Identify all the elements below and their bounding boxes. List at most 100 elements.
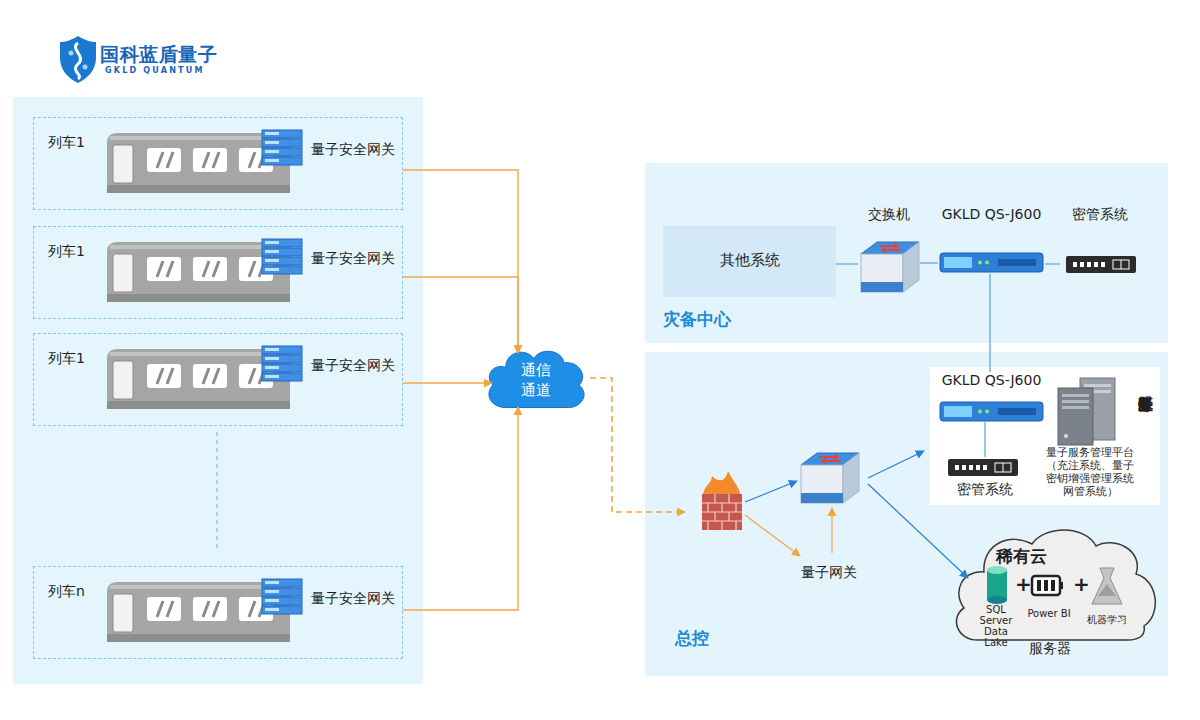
node-text: （充注系统、量子密钥增强管理系统网管系统） bbox=[1044, 459, 1136, 498]
firewall-icon bbox=[702, 471, 742, 530]
server-icon bbox=[1062, 406, 1089, 409]
firewall-icon bbox=[702, 494, 742, 530]
server-icon bbox=[1084, 390, 1111, 393]
connector bbox=[403, 382, 492, 383]
train-panel bbox=[13, 97, 423, 684]
network-link bbox=[831, 508, 832, 553]
power-bi-icon bbox=[1037, 580, 1041, 591]
node-text: 量子安全网关 bbox=[311, 590, 395, 607]
server-icon bbox=[1084, 384, 1111, 387]
power-bi-icon bbox=[1032, 576, 1063, 595]
service-area: 量子服务区GKLD QS-J600密管系统量子服务管理平台（充注系统、量子密钥增… bbox=[930, 367, 1160, 505]
node-title: 列车1 bbox=[48, 243, 85, 260]
node-text: SQL Server Data Lake bbox=[973, 604, 1019, 648]
connector bbox=[403, 407, 518, 610]
connector bbox=[1045, 263, 1060, 264]
node-title: GKLD QS-J600 bbox=[933, 206, 1050, 223]
train-illustration bbox=[107, 579, 302, 642]
device-node: 密管系统 bbox=[1060, 205, 1140, 280]
server-icon bbox=[1064, 434, 1068, 438]
logo-text: GKLD QUANTUM bbox=[105, 66, 205, 76]
system-box: 其他系统 bbox=[663, 226, 836, 297]
encryption-device bbox=[940, 253, 1043, 272]
train-box: 列车1 量子安全网关 bbox=[33, 226, 403, 319]
connector bbox=[403, 277, 518, 353]
node-text: Power BI bbox=[1024, 608, 1074, 620]
power-bi-icon bbox=[1051, 580, 1055, 591]
device-node: 密管系统 bbox=[945, 457, 1025, 501]
firewall-icon bbox=[703, 471, 740, 500]
ellipsis-line bbox=[216, 432, 218, 552]
device-node: GKLD QS-J600 bbox=[938, 372, 1045, 422]
node-text: 量子安全网关 bbox=[311, 357, 395, 374]
train-illustration bbox=[107, 346, 302, 409]
node-text: 服务器 bbox=[1027, 640, 1073, 657]
train-box: 列车1 量子安全网关 bbox=[33, 333, 403, 426]
power-bi-icon bbox=[1032, 576, 1060, 595]
logo-shield bbox=[69, 51, 74, 56]
node-title: 灾备中心 bbox=[663, 309, 731, 329]
logo-shield bbox=[75, 43, 80, 79]
connector bbox=[836, 263, 858, 264]
logo-shield bbox=[60, 36, 96, 83]
server-icon bbox=[1062, 400, 1089, 403]
node-title: 密管系统 bbox=[1060, 206, 1140, 223]
connector bbox=[989, 274, 990, 372]
network-link bbox=[868, 451, 924, 478]
channel-cloud: 通信通道 bbox=[482, 345, 590, 412]
free-label: 量子网关 bbox=[801, 564, 857, 581]
node-title: GKLD QS-J600 bbox=[933, 372, 1050, 389]
firewall-icon bbox=[702, 494, 742, 530]
node-title: 总控 bbox=[675, 628, 709, 648]
key-management-device bbox=[948, 459, 1018, 476]
switch-node: 交换机 bbox=[858, 205, 920, 295]
network-link bbox=[745, 515, 800, 556]
power-bi-icon bbox=[1060, 582, 1063, 589]
node-title: 其他系统 bbox=[663, 251, 836, 269]
database-icon bbox=[987, 570, 1007, 600]
power-bi-icon bbox=[1044, 580, 1048, 591]
network-link bbox=[745, 481, 797, 502]
switch-icon bbox=[861, 242, 919, 292]
database-icon bbox=[987, 596, 1007, 604]
server-icon bbox=[1058, 378, 1115, 445]
node-title: 列车1 bbox=[48, 350, 85, 367]
logo-text: 国科蓝盾量子 bbox=[100, 43, 217, 66]
server-icon bbox=[1080, 378, 1115, 440]
server-icon bbox=[1062, 394, 1089, 397]
connector bbox=[403, 170, 518, 353]
logo-shield bbox=[60, 36, 96, 83]
dashed-link bbox=[590, 378, 685, 512]
node-title: 列车n bbox=[48, 583, 85, 600]
network-link bbox=[868, 484, 968, 578]
node-text: 机器学习 bbox=[1082, 614, 1132, 626]
switch-icon bbox=[801, 453, 859, 503]
encryption-device bbox=[940, 402, 1043, 421]
zone-band: 灾备中心 其他系统 交换机 GKLD QS-J600 密管系统 bbox=[645, 163, 1168, 343]
cloud-outline bbox=[489, 351, 584, 407]
machine-learning-icon bbox=[1098, 584, 1116, 596]
node-title: 列车1 bbox=[48, 134, 85, 151]
machine-learning-icon bbox=[1092, 568, 1122, 604]
database-icon bbox=[987, 566, 1007, 574]
device-node: GKLD QS-J600 bbox=[938, 205, 1045, 274]
server-node: 量子服务管理平台（充注系统、量子密钥增强管理系统网管系统） bbox=[1040, 375, 1140, 500]
node-text: 量子安全网关 bbox=[311, 141, 395, 158]
logo-shield bbox=[83, 65, 88, 70]
key-management-device bbox=[1066, 256, 1136, 273]
node-title: 稀有云 bbox=[996, 546, 1047, 566]
zone-band: 总控量子服务区GKLD QS-J600密管系统量子服务管理平台（充注系统、量子密… bbox=[645, 352, 1168, 676]
machine-learning-icon bbox=[1092, 568, 1122, 604]
node-title: 密管系统 bbox=[945, 481, 1025, 498]
connector bbox=[984, 422, 985, 457]
node-title: 通信通道 bbox=[516, 360, 556, 400]
free-label: + bbox=[1015, 572, 1032, 596]
server-icon bbox=[1058, 388, 1093, 445]
free-label: + bbox=[1073, 572, 1090, 596]
cloud-service: 稀有云 SQL Server Data Lake Power BI 机器学习服务器 bbox=[948, 522, 1163, 662]
node-text: 量子安全网关 bbox=[311, 250, 395, 267]
